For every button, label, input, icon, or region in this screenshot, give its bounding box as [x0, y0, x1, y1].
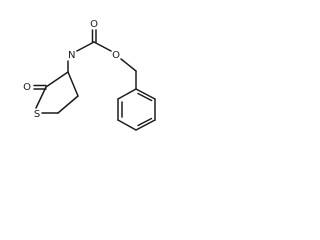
- bond-ring-c4-c5: [57, 95, 79, 114]
- bond-carbamate-cn: [76, 41, 95, 52]
- bond-phenyl-1: [135, 88, 156, 100]
- atom-amide-nitrogen: N: [68, 50, 75, 61]
- bond-phenyl-inner-1: [137, 92, 153, 102]
- bond-ring-c2-c3: [45, 71, 69, 88]
- bond-phenyl-6: [117, 88, 137, 100]
- molecule-structure: O N O O S: [23, 19, 156, 131]
- bond-ring-s-c2: [35, 86, 47, 109]
- atom-carbonyl-oxygen: O: [90, 19, 98, 30]
- bond-phenyl-4: [117, 119, 137, 131]
- atom-sulfur: S: [34, 109, 40, 120]
- atom-ester-oxygen: O: [112, 50, 120, 61]
- atom-lactone-oxygen: O: [23, 82, 31, 93]
- bond-ring-c3-c4: [67, 71, 79, 97]
- bond-phenyl-3: [135, 119, 156, 131]
- bond-carbamate-co-ester: [93, 41, 112, 52]
- bond-phenyl-inner-2: [137, 117, 153, 127]
- bond-oxygen-ch2: [120, 58, 137, 72]
